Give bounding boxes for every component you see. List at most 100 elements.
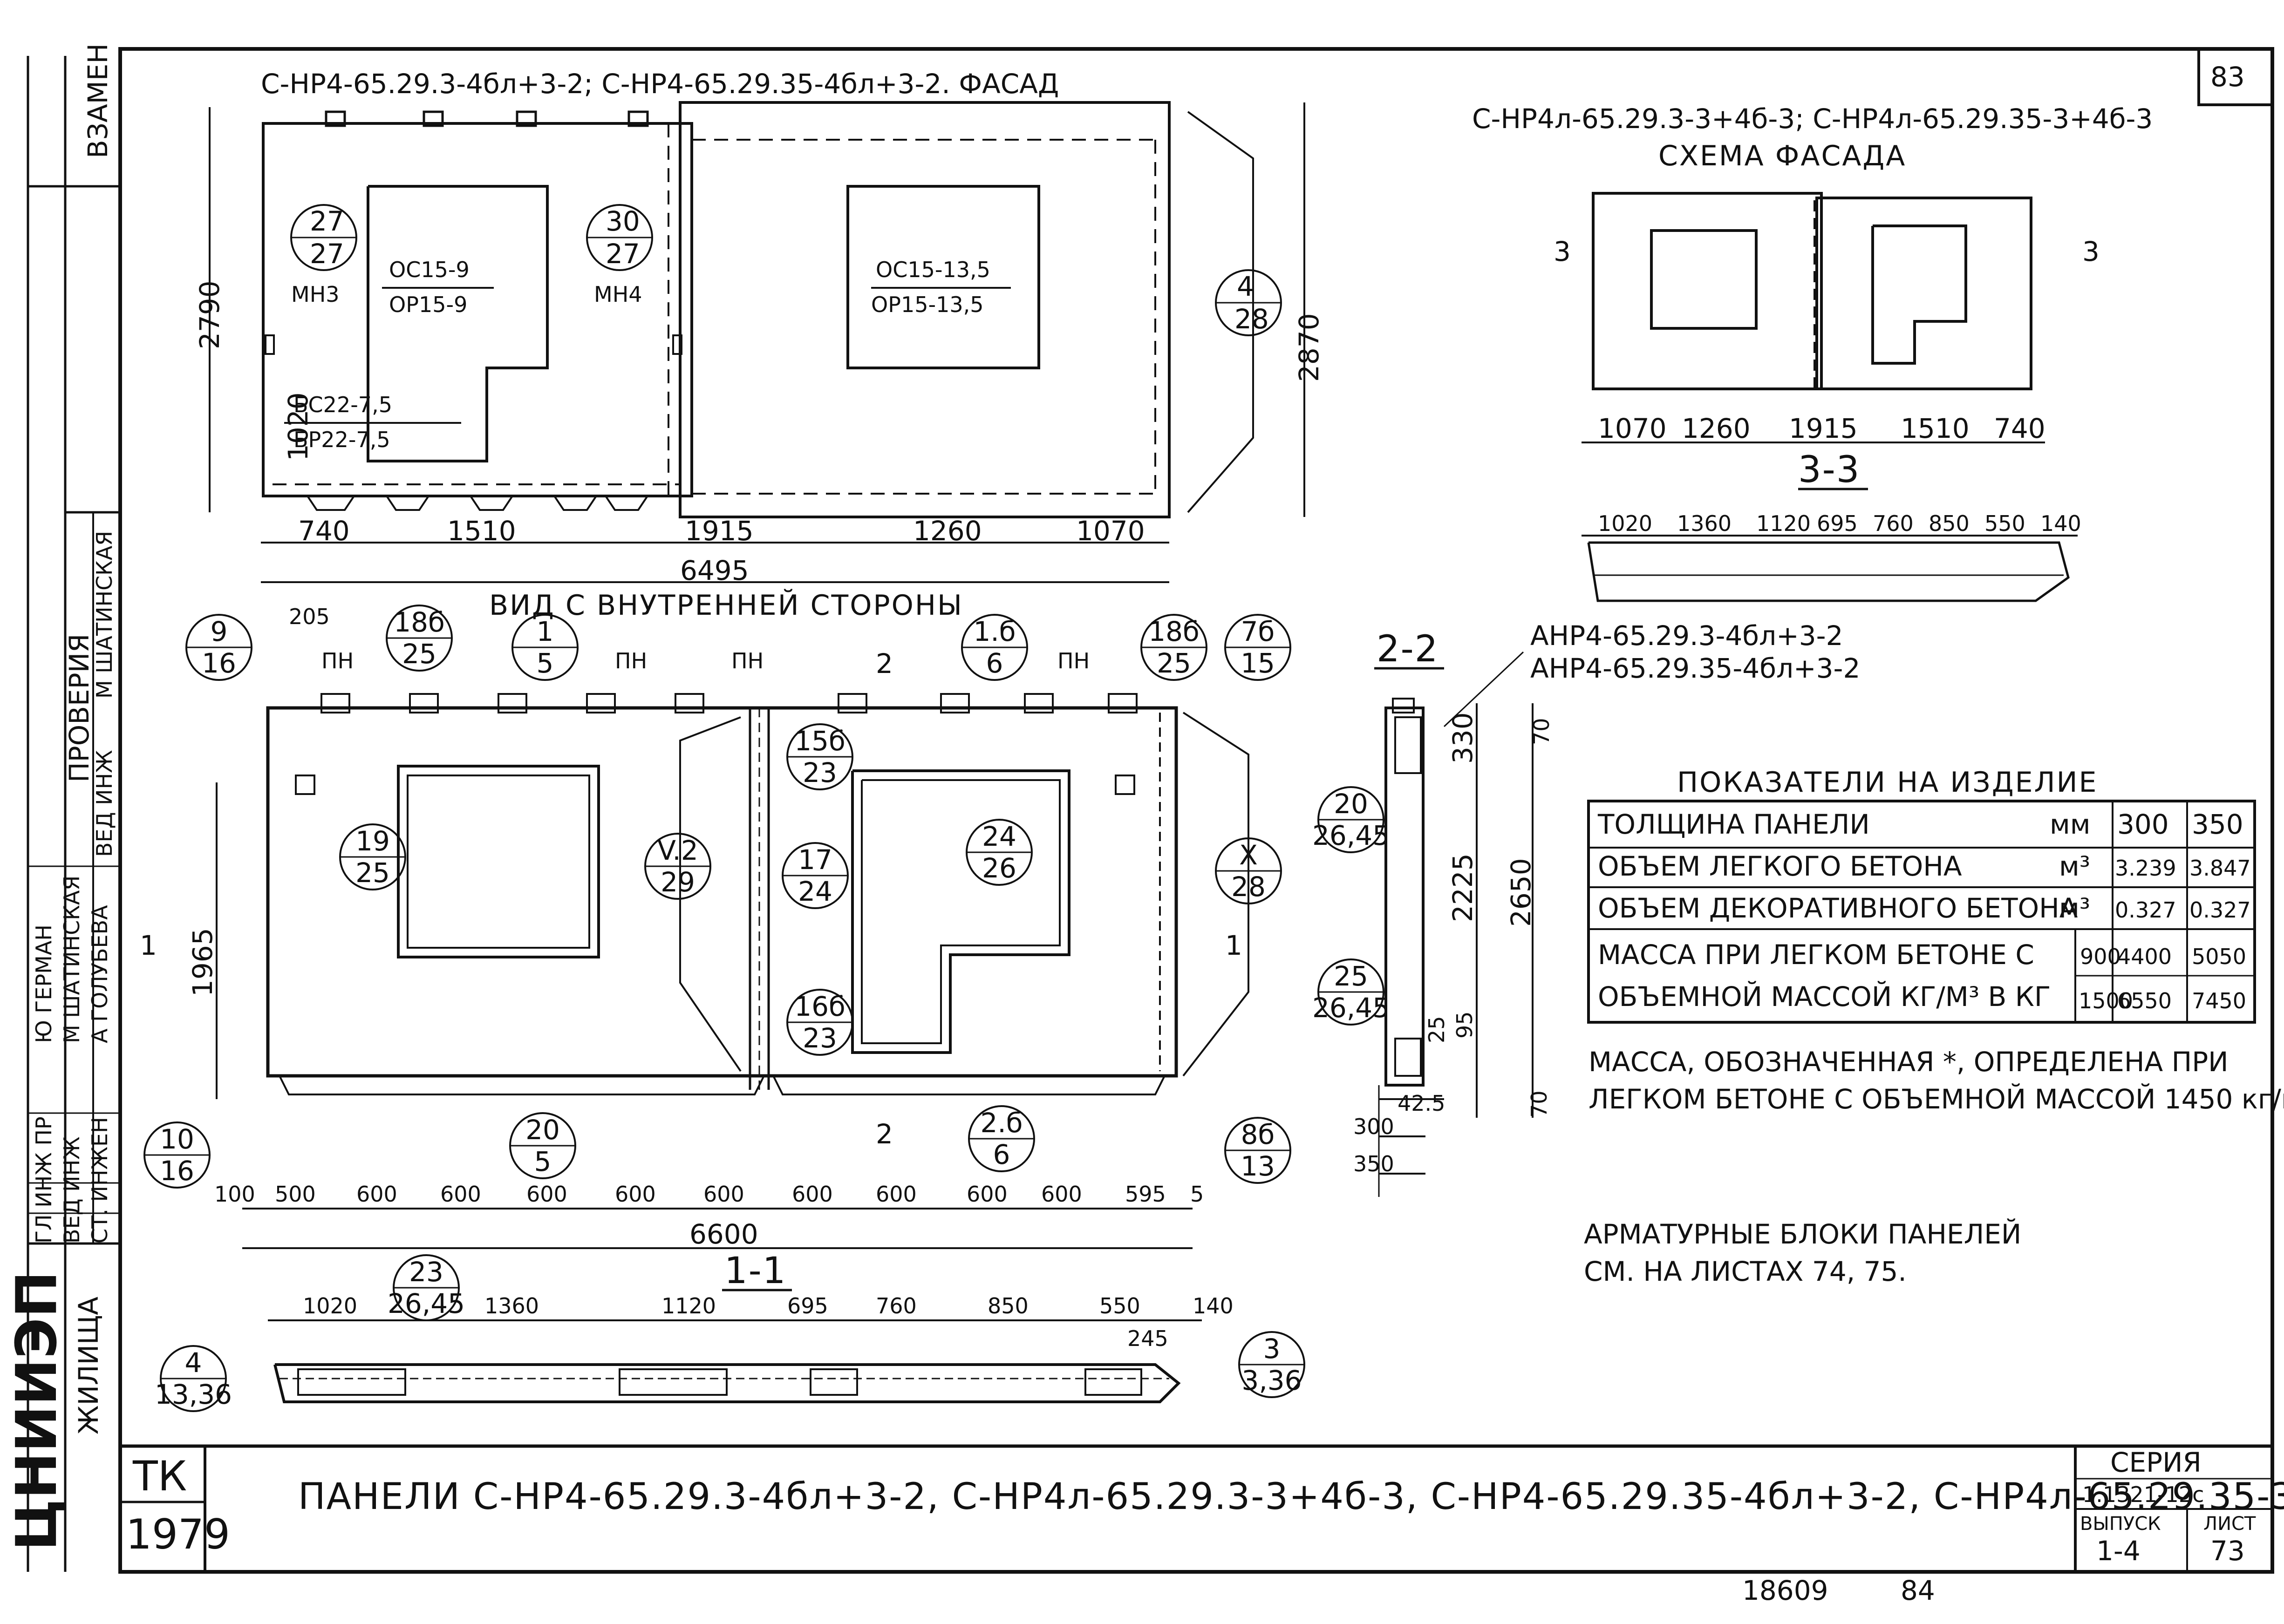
svg-text:245: 245 (1127, 1326, 1168, 1351)
dim-door: 1020 (282, 392, 314, 461)
inner-callout-4: 1.б6 (961, 614, 1028, 681)
inner-callout-5-text: 18б (1148, 616, 1200, 647)
svg-text:27: 27 (310, 205, 344, 237)
svg-text:2650: 2650 (1505, 858, 1537, 927)
svg-text:1120: 1120 (1756, 511, 1811, 536)
svg-text:30: 30 (606, 205, 640, 237)
inner-callout-17-text: 8б (1241, 1119, 1275, 1150)
svg-text:1020: 1020 (1598, 511, 1652, 536)
svg-text:0.327: 0.327 (2189, 897, 2251, 923)
note-3: АРМАТУРНЫЕ БЛОКИ ПАНЕЛЕЙ (1584, 1218, 2021, 1250)
svg-text:25: 25 (1424, 1016, 1449, 1043)
inner-view: ВИД С ВНУТРЕННЕЙ СТОРОНЫ ПН ПН (140, 588, 1249, 1250)
inner-callout-14-text: 10 (160, 1123, 194, 1155)
schema-cut-left: 3 (1554, 236, 1571, 267)
schema-title-2: СХЕМА ФАСАДА (1658, 140, 1906, 172)
inner-callout-6-text: 15 (1241, 647, 1275, 679)
facade-title: С-НР4-65.29.3-4бл+3-2; С-НР4-65.29.35-4б… (261, 68, 1059, 100)
section-11-label: 1-1 (724, 1250, 786, 1292)
section11-callout-3-text: 3 (1263, 1333, 1281, 1365)
inner-callout-7-text: 19 (355, 825, 390, 857)
svg-text:6550: 6550 (2117, 988, 2172, 1013)
svg-text:760: 760 (876, 1293, 917, 1318)
inner-callout-1-text: 9 (211, 616, 228, 647)
section22-callout-1-text: 20 (1334, 788, 1368, 820)
svg-text:1120: 1120 (661, 1293, 716, 1318)
svg-text:1915: 1915 (1789, 413, 1858, 444)
svg-text:42.5: 42.5 (1398, 1091, 1445, 1116)
inner-callout-13-text: Х (1239, 839, 1258, 871)
note-4: СМ. НА ЛИСТАХ 74, 75. (1584, 1256, 1907, 1287)
inner-callout-10-text: 17 (798, 844, 832, 876)
svg-text:5050: 5050 (2192, 944, 2246, 969)
section11-callout-2-text: 13,36 (155, 1379, 232, 1410)
inner-callout-8-text: 29 (661, 866, 695, 898)
series-value: 1.1321-12с (2082, 1482, 2204, 1507)
issue-label: ВЫПУСК (2080, 1513, 2161, 1535)
svg-text:550: 550 (1984, 511, 2025, 536)
svg-text:ПН: ПН (321, 648, 354, 673)
inner-callout-11-text: 26 (982, 852, 1016, 884)
inner-callout-15-text: 5 (534, 1146, 552, 1177)
facade-dim-3: 1915 (685, 515, 754, 547)
opening-left-a: ОС15-9 (389, 257, 470, 282)
footer-number-2: 84 (1901, 1575, 1935, 1606)
inner-callout-11-text: 24 (982, 821, 1016, 852)
svg-text:70: 70 (1529, 718, 1554, 745)
svg-text:695: 695 (1817, 511, 1858, 536)
opening-right-b: ОР15-13,5 (871, 292, 984, 317)
role-2: ВЕД ИНЖ (59, 1136, 84, 1243)
inner-callout-12-text: 23 (803, 1022, 837, 1054)
door-a: БС22-7,5 (293, 392, 392, 417)
dim-1965: 1965 (187, 928, 218, 997)
svg-text:ТОЛЩИНА ПАНЕЛИ: ТОЛЩИНА ПАНЕЛИ (1597, 809, 1870, 840)
svg-text:1020: 1020 (303, 1293, 357, 1318)
inv-label: ВЗАМЕН (82, 43, 114, 158)
svg-text:1360: 1360 (484, 1293, 539, 1318)
inner-callout-4-text: 1.б (973, 616, 1016, 647)
svg-text:1360: 1360 (1677, 511, 1732, 536)
section11-callout-1-text: 23 (409, 1256, 443, 1288)
svg-text:140: 140 (2040, 511, 2081, 536)
inner-callout-3-text: 5 (537, 647, 554, 679)
svg-text:300: 300 (2117, 809, 2169, 840)
svg-text:1260: 1260 (1682, 413, 1751, 444)
facade-dim-2: 1510 (447, 515, 516, 547)
facade-view: С-НР4-65.29.3-4бл+3-2; С-НР4-65.29.35-4б… (194, 68, 1325, 586)
svg-text:27: 27 (310, 238, 344, 270)
checked-role: ВЕД ИНЖ (92, 750, 117, 857)
section-33-label: 3-3 (1798, 449, 1860, 491)
schema-cut-right: 3 (2082, 236, 2100, 267)
svg-text:4: 4 (1237, 271, 1254, 302)
inner-callout-8-text: V.2 (657, 835, 698, 866)
inner-callout-16-text: 6 (993, 1139, 1010, 1170)
svg-text:600: 600 (1041, 1182, 1082, 1207)
svg-text:1: 1 (140, 930, 157, 961)
svg-text:595: 595 (1125, 1182, 1166, 1207)
svg-text:ПН: ПН (731, 648, 764, 673)
indicators-title: ПОКАЗАТЕЛИ НА ИЗДЕЛИЕ (1677, 766, 2098, 799)
svg-text:0.327: 0.327 (2115, 897, 2176, 923)
checked-name: М ШАТИНСКАЯ (92, 531, 117, 699)
svg-text:350: 350 (2192, 809, 2243, 840)
inner-callout-9-text: 23 (803, 757, 837, 788)
sheet-frame (118, 47, 2274, 1574)
section11-callout-2: 413,36 (155, 1345, 232, 1412)
svg-text:600: 600 (792, 1182, 833, 1207)
sheet-title: ПАНЕЛИ С-НР4-65.29.3-4бл+3-2, С-НР4л-65.… (298, 1476, 2284, 1518)
inner-title: ВИД С ВНУТРЕННЕЙ СТОРОНЫ (489, 588, 963, 622)
svg-text:МАССА ПРИ ЛЕГКОМ БЕТОНЕ С: МАССА ПРИ ЛЕГКОМ БЕТОНЕ С (1598, 939, 2034, 971)
svg-text:300: 300 (1353, 1114, 1394, 1139)
sheet-number-top: 83 (2210, 61, 2245, 93)
series-label: СЕРИЯ (2110, 1447, 2202, 1478)
inner-callout-15-text: 20 (525, 1114, 560, 1146)
inner-callout-10-text: 24 (798, 876, 832, 907)
role-3: СТ. ИНЖЕН (87, 1117, 112, 1243)
section11-callout-2-text: 4 (185, 1347, 202, 1379)
